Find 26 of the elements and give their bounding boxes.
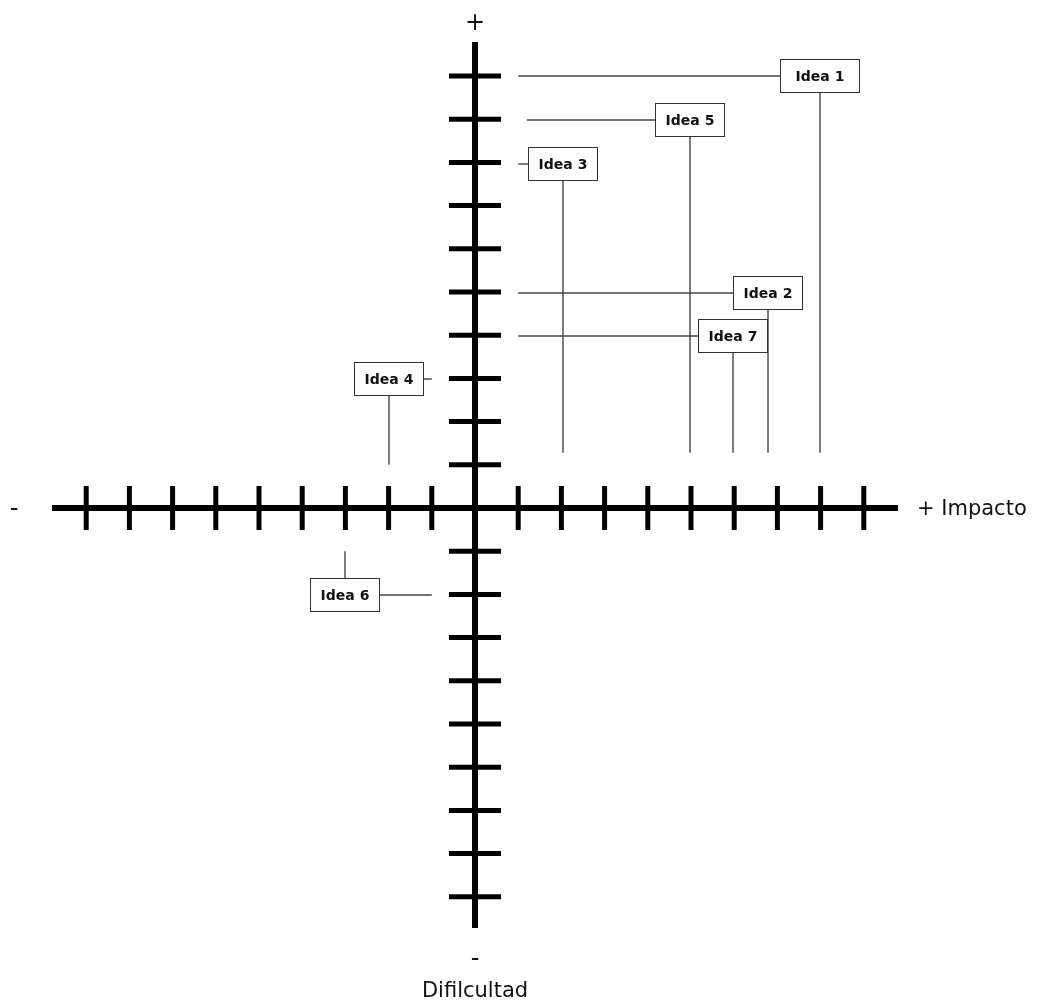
leader-line <box>388 395 390 466</box>
leader-line <box>562 180 564 454</box>
leader-line <box>517 163 529 165</box>
leader-line <box>517 75 781 77</box>
leader-line <box>344 550 346 579</box>
leader-line <box>379 594 433 596</box>
leader-line <box>819 92 821 454</box>
leader-line <box>689 136 691 454</box>
idea-label-box: Idea 1 <box>780 59 860 93</box>
axis-label: - <box>470 946 480 970</box>
axis-label: + Impacto <box>917 497 1027 519</box>
leader-line <box>526 119 656 121</box>
idea-label-box: Idea 5 <box>655 103 725 137</box>
idea-label-box: Idea 2 <box>733 276 803 310</box>
leader-line <box>767 309 769 454</box>
idea-label-box: Idea 3 <box>528 147 598 181</box>
axis-label: + <box>464 10 486 34</box>
leader-line <box>732 352 734 454</box>
idea-label-box: Idea 4 <box>354 362 424 396</box>
axis-label: - <box>9 496 19 520</box>
idea-label-box: Idea 6 <box>310 578 380 612</box>
axis-label: Difilcultad <box>421 979 529 1001</box>
leader-line <box>517 335 699 337</box>
leader-line <box>517 292 734 294</box>
leader-line <box>423 378 433 380</box>
idea-label-box: Idea 7 <box>698 319 768 353</box>
